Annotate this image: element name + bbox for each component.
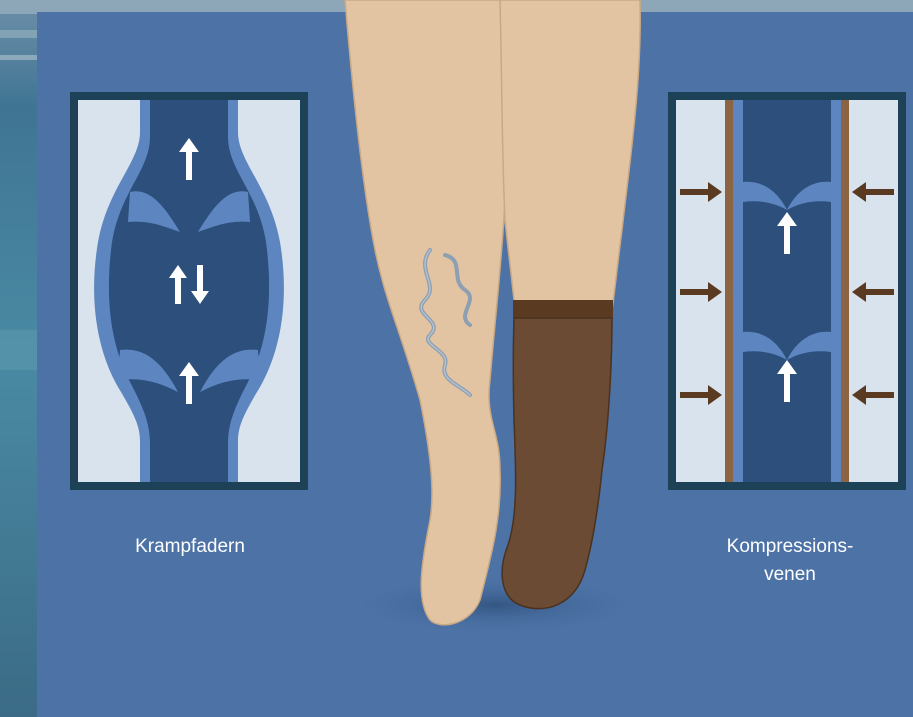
vein-lumen [743,100,831,482]
caption-left-text: Krampfadern [95,533,285,561]
varicose-vein-inset [70,92,308,490]
caption-compression-veins: Kompressions- venen [685,533,895,589]
caption-right-line1: Kompressions- [685,533,895,561]
compression-band-right [841,100,849,482]
stocking-band [513,300,613,318]
compression-stocking [502,318,612,609]
floor-shadow [345,575,645,635]
left-leg [345,0,507,625]
right-leg [500,0,640,310]
caption-varicose-veins: Krampfadern [95,533,285,561]
compression-band-left [725,100,733,482]
compression-vein-inset [668,92,906,490]
caption-right-line2: venen [685,561,895,589]
legs-illustration [330,0,670,640]
